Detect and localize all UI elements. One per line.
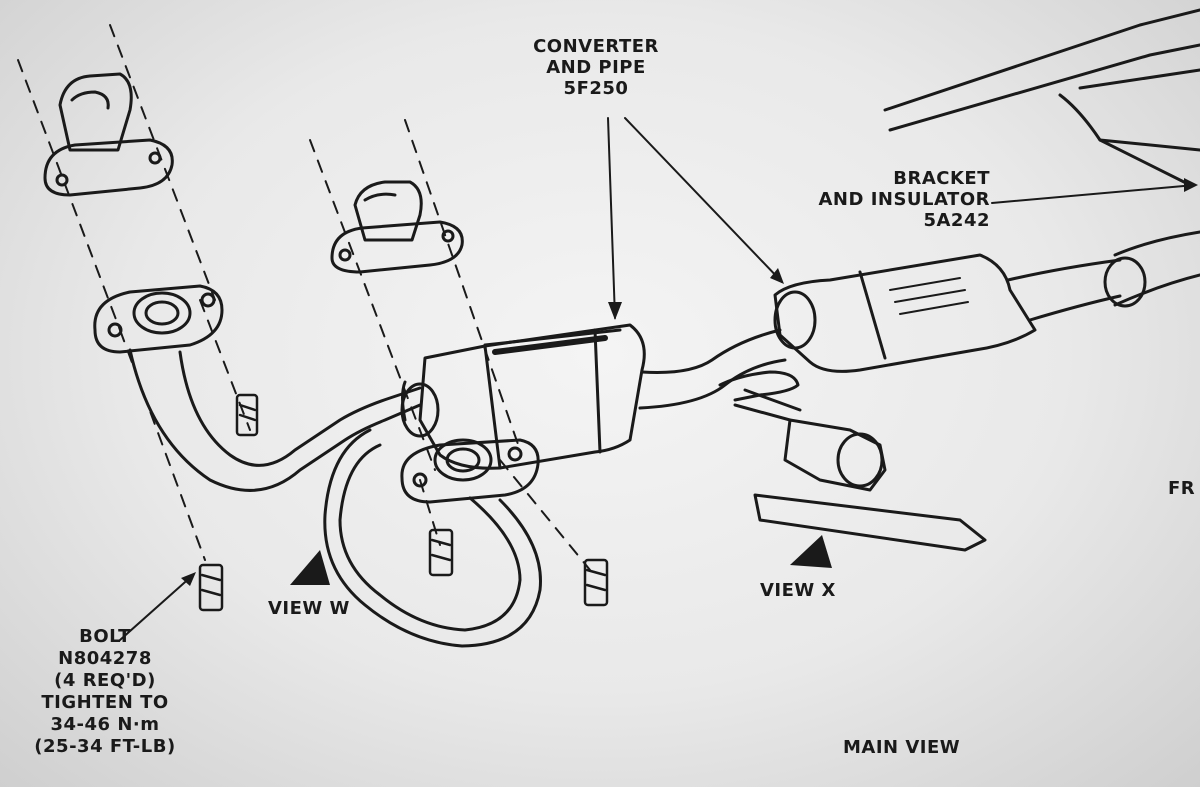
bracket-label-line-1: BRACKET [893,168,990,189]
converter-label-line-1: CONVERTER [533,36,659,57]
y-pipe [128,348,542,648]
bolt-label-line-1: BOLT [79,626,131,647]
view-x-bracket [733,388,987,552]
intermediate-pipe [638,328,800,410]
converter-label-line-2: AND PIPE [546,57,646,78]
view-x-arrow [790,535,832,568]
leader-lines [119,117,1196,641]
tailpipe [1103,230,1200,308]
bolt-label-line-4: TIGHTEN TO [41,692,169,713]
bolt-label-line-3: (4 REQ'D) [54,670,156,691]
bolt-label-line-6: (25-34 FT-LB) [34,736,176,757]
bolts [198,393,609,612]
frame-rails [883,8,1200,187]
right-pipe-flange [400,438,540,504]
left-pipe-flange [93,284,224,354]
converter-label: CONVERTER AND PIPE 5F250 [526,36,666,99]
bolt-label: BOLT N804278 (4 REQ'D) TIGHTEN TO 34-46 … [10,626,200,758]
bracket-label-line-2: AND INSULATOR [818,189,990,210]
bolt-label-line-2: N804278 [58,648,152,669]
arrowheads [181,178,1198,586]
right-manifold-outlet [330,180,464,274]
rear-converter [773,253,1122,373]
view-w-arrow [290,550,330,585]
view-w-label: VIEW W [268,598,350,619]
left-manifold-outlet [43,72,174,197]
main-view-label: MAIN VIEW [843,737,961,758]
bracket-label: BRACKET AND INSULATOR 5A242 [760,168,990,231]
bracket-label-line-3: 5A242 [923,210,990,231]
bolt-label-line-5: 34-46 N·m [50,714,160,735]
converter-label-line-3: 5F250 [563,78,629,99]
catalytic-converter [400,323,646,470]
stud-centerlines [17,24,591,571]
front-label-partial: FR [1168,478,1196,499]
view-x-label: VIEW X [760,580,836,601]
